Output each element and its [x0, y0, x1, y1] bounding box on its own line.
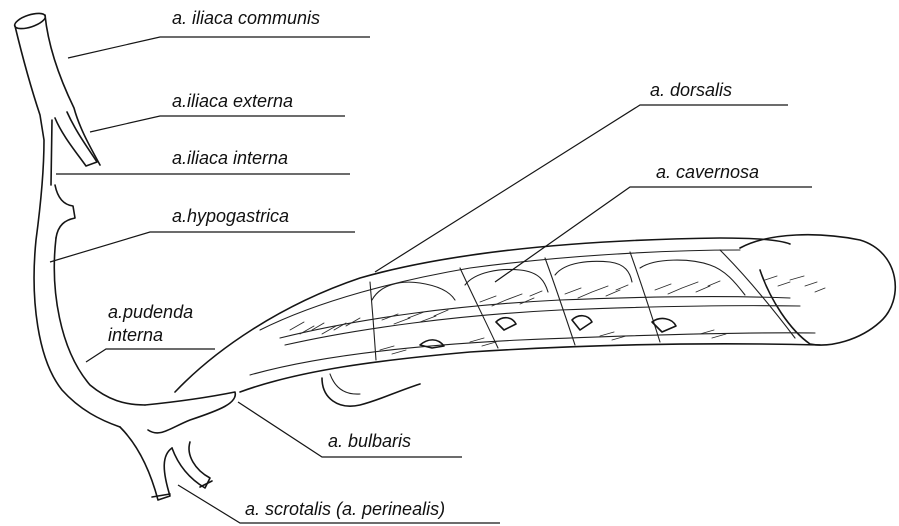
label-cavernosa-text: a. cavernosa	[656, 162, 759, 182]
septum-2	[460, 268, 498, 348]
dorsal-vessel-line	[260, 250, 740, 330]
penis-body	[175, 235, 895, 406]
trunk-cut-end	[152, 481, 212, 497]
glans	[740, 235, 895, 345]
label-dorsalis-text: a. dorsalis	[650, 80, 732, 100]
bulbus-inner	[330, 374, 360, 394]
trunk-outer-contour	[15, 26, 120, 427]
label-hypogastrica: a.hypogastrica	[50, 206, 355, 262]
label-pudenda-interna: a.pudenda interna	[86, 302, 215, 362]
valve-4	[652, 319, 676, 332]
bulbus	[322, 378, 420, 406]
cavernous-line-upper	[280, 297, 790, 338]
label-pudenda-interna-line1: a.pudenda	[108, 302, 193, 322]
cavernous-loop-1	[372, 282, 455, 300]
lower-trunk-left	[120, 427, 172, 500]
valve-3	[572, 316, 592, 330]
trunk-inner-contour	[45, 15, 100, 165]
label-iliaca-interna: a.iliaca interna	[56, 148, 350, 174]
scrotalis-branch	[172, 442, 210, 488]
iliaca-externa-branch	[55, 112, 97, 166]
cavernous-loop-3	[555, 261, 632, 282]
cavernous-loop-2	[465, 270, 548, 292]
iliaca-interna-stub	[51, 120, 52, 185]
septum-1	[370, 282, 376, 360]
label-iliaca-externa-text: a.iliaca externa	[172, 91, 293, 111]
label-iliaca-externa: a.iliaca externa	[90, 91, 345, 132]
label-bulbaris-text: a. bulbaris	[328, 431, 411, 451]
label-pudenda-interna-line2: interna	[108, 325, 163, 345]
valve-2	[496, 318, 516, 330]
label-iliaca-interna-text: a.iliaca interna	[172, 148, 288, 168]
label-cavernosa: a. cavernosa	[495, 162, 812, 282]
arterial-trunk	[13, 10, 235, 500]
iliaca-communis-opening	[13, 10, 47, 31]
hypogastrica-branch	[55, 185, 75, 238]
label-scrotalis-text: a. scrotalis (a. perinealis)	[245, 499, 445, 519]
septum-3	[545, 258, 575, 345]
lower-trunk-right	[145, 392, 235, 433]
label-hypogastrica-text: a.hypogastrica	[172, 206, 289, 226]
label-iliaca-communis-text: a. iliaca communis	[172, 8, 320, 28]
label-scrotalis: a. scrotalis (a. perinealis)	[178, 485, 500, 523]
penis-lower-contour	[240, 344, 820, 392]
label-iliaca-communis: a. iliaca communis	[68, 8, 370, 58]
label-bulbaris: a. bulbaris	[238, 402, 462, 457]
septum-5	[720, 250, 795, 338]
